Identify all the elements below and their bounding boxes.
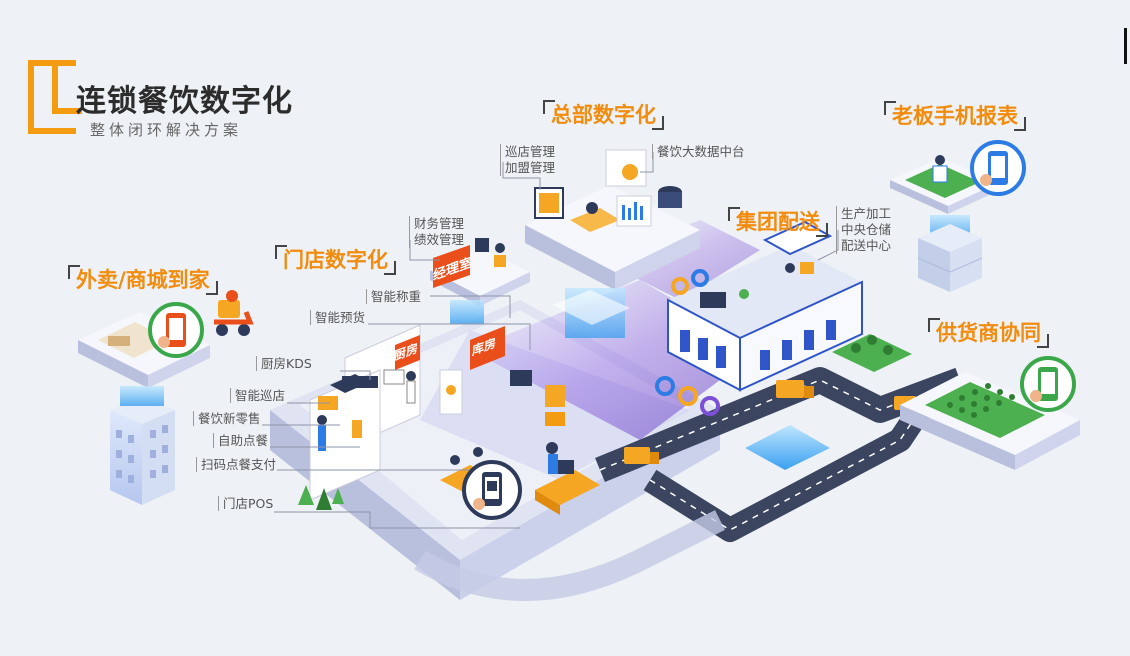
page-subtitle: 整体闭环解决方案	[90, 121, 243, 139]
label-group-right: 生产加工 中央仓储 配送中心	[836, 206, 891, 254]
label-hq-left: 巡店管理 加盟管理	[500, 144, 555, 176]
scooter-icon	[214, 290, 254, 336]
office-sign	[433, 245, 470, 288]
label-self-order: 自助点餐	[213, 433, 268, 448]
pool	[745, 425, 830, 470]
label-franchise-mgmt: 加盟管理	[505, 160, 556, 175]
label-central-storage: 中央仓储	[841, 222, 892, 237]
label-smart-order: 智能预货	[310, 310, 365, 325]
takeout-platform	[78, 312, 210, 505]
phone-icon	[970, 140, 1026, 196]
label-performance-mgmt: 绩效管理	[414, 232, 465, 247]
tower	[110, 396, 175, 505]
label-kitchen-kds: 厨房KDS	[256, 356, 312, 371]
tree-icon	[298, 485, 344, 510]
label-smart-weigh: 智能称重	[366, 289, 421, 304]
leader-lines	[262, 152, 839, 529]
tree-icon	[832, 334, 912, 372]
label-store-pos: 门店POS	[218, 496, 273, 511]
label-smart-patrol: 智能巡店	[230, 388, 285, 403]
edge-marker	[1124, 28, 1127, 64]
building-icon	[667, 220, 863, 392]
label-production: 生产加工	[841, 206, 892, 221]
tower	[917, 224, 983, 292]
truck-icon	[776, 380, 814, 398]
data-stream	[600, 220, 760, 300]
label-office: 财务管理 绩效管理	[409, 216, 464, 248]
label-new-retail: 餐饮新零售	[193, 411, 261, 426]
section-boss-report: 老板手机报表	[884, 101, 1026, 131]
supplier-platform	[900, 372, 1080, 470]
label-distribution-center: 配送中心	[841, 238, 892, 253]
section-store: 门店数字化	[275, 245, 396, 275]
section-hq: 总部数字化	[543, 100, 664, 130]
label-patrol-mgmt: 巡店管理	[505, 144, 556, 159]
phone-icon	[1020, 356, 1076, 412]
label-scan-pay: 扫码点餐支付	[196, 457, 276, 472]
desk	[534, 149, 682, 232]
label-finance-mgmt: 财务管理	[414, 216, 465, 231]
page-title: 连锁餐饮数字化	[76, 84, 293, 119]
section-supplier: 供货商协同	[928, 318, 1049, 348]
label-big-data: 餐饮大数据中台	[652, 144, 745, 159]
section-takeout: 外卖/商城到家	[68, 265, 218, 295]
chart-decor	[655, 269, 720, 416]
hq-platform	[525, 185, 700, 338]
phone-icon	[148, 302, 204, 358]
qr-icon	[462, 460, 522, 520]
section-group-delivery: 集团配送	[728, 207, 828, 237]
truck-icon	[624, 447, 659, 464]
title-bracket	[28, 60, 82, 134]
